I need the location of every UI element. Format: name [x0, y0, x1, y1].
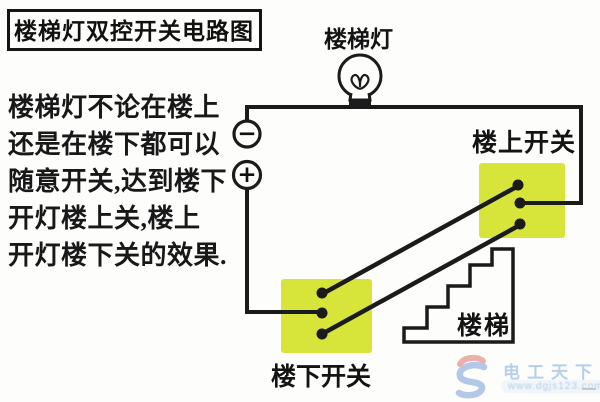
upstairs-contact-top [512, 179, 524, 191]
upstairs-switch-contacts [512, 179, 526, 230]
description-line: 还是在楼下都可以 [8, 130, 221, 159]
description-line: 开灯楼下关的效果. [8, 241, 228, 270]
positive-side-wire [245, 188, 321, 314]
stairs-label: 楼梯 [457, 313, 512, 340]
minus-in-circle-icon [232, 119, 262, 149]
watermark-url: www.dgjs123.com [501, 380, 600, 393]
negative-side-wire [245, 105, 583, 205]
description-line: 开灯楼上关,楼上 [8, 204, 201, 233]
description-paragraph: 楼梯灯不论在楼上 还是在楼下都可以 随意开关,达到楼下 开灯楼上关,楼上 开灯楼… [8, 89, 227, 274]
downstairs-switch-contacts [316, 287, 328, 340]
watermark-dash [582, 388, 596, 390]
plus-in-circle-icon [231, 159, 263, 191]
upstairs-contact-common [514, 197, 526, 209]
staircase-outline [402, 247, 515, 344]
downstairs-switch-label: 楼下开关 [271, 364, 372, 391]
downstairs-contact-bottom [316, 328, 328, 340]
upstairs-contact-bottom [514, 218, 526, 230]
watermark-site-name: 电工天下 [503, 363, 599, 382]
light-bulb-icon [337, 53, 383, 108]
downstairs-contact-common [316, 307, 328, 319]
page-title: 楼梯灯双控开关电路图 [7, 9, 262, 51]
upstairs-switch-label: 楼上开关 [472, 130, 577, 157]
downstairs-contact-top [316, 287, 328, 299]
description-line: 楼梯灯不论在楼上 [8, 93, 221, 122]
description-line: 随意开关,达到楼下 [8, 167, 228, 196]
lamp-label: 楼梯灯 [324, 27, 393, 52]
traveler-wire-lower [319, 222, 523, 337]
watermark-logo-icon [455, 354, 488, 399]
negative-terminal-symbol: − [237, 121, 257, 147]
watermark: 电工天下 www.dgjs123.com [448, 351, 600, 401]
traveler-wire-upper [321, 183, 521, 296]
positive-terminal-symbol: + [237, 162, 257, 188]
